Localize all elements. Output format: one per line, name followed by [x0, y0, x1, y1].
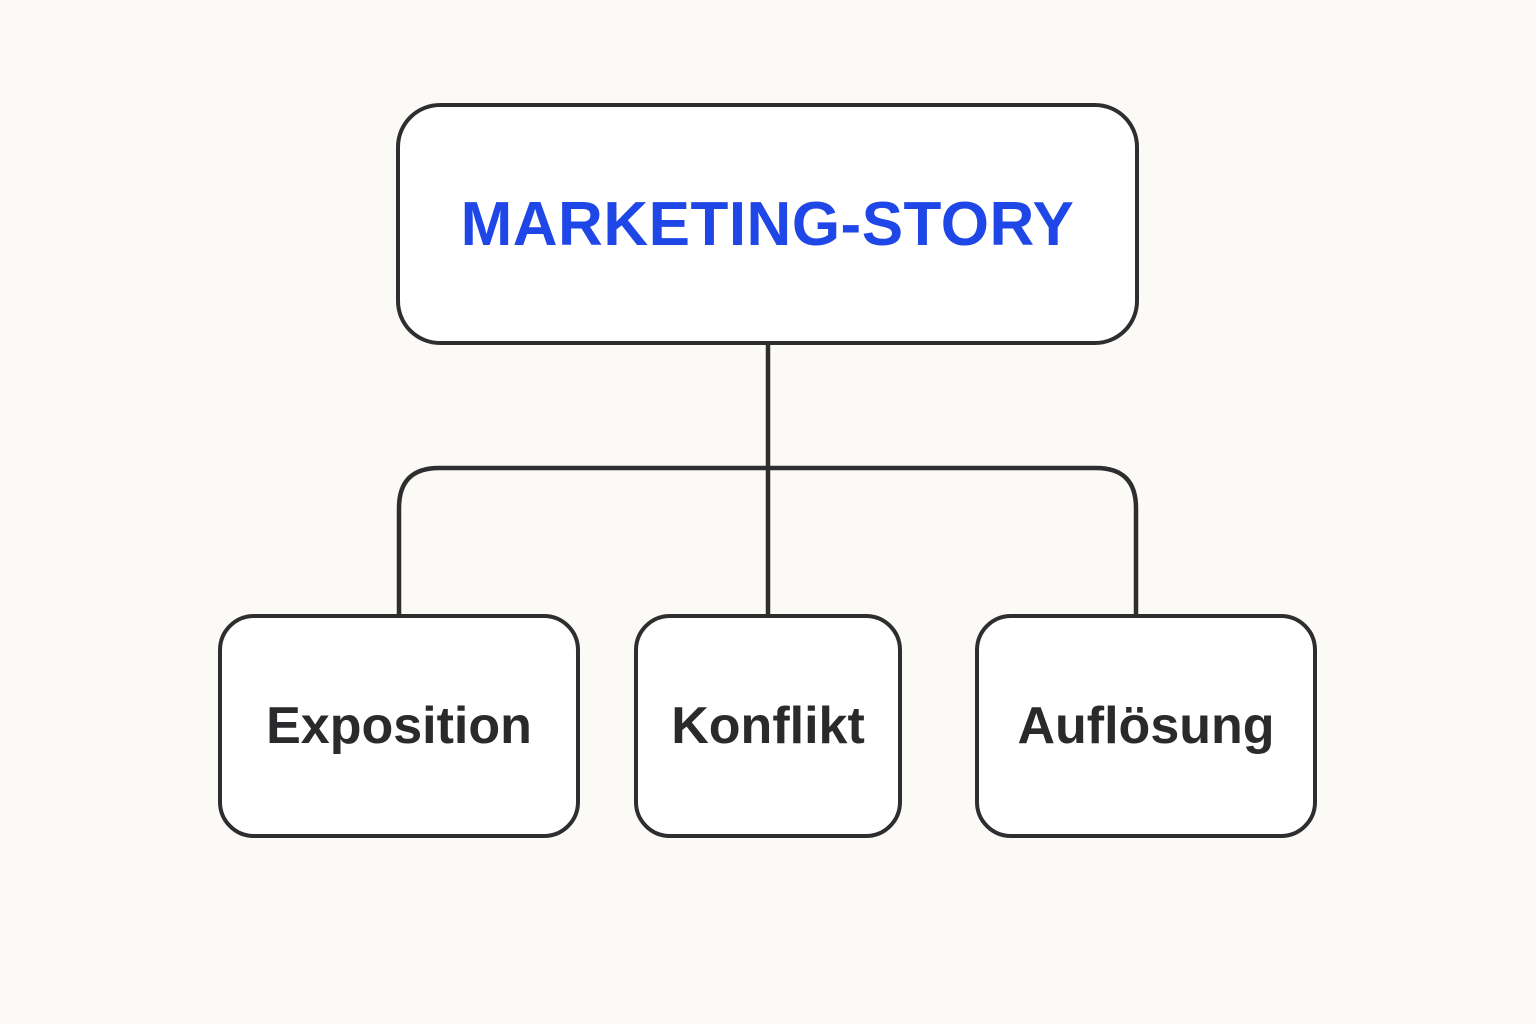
child-node-aufloesung: Auflösung	[975, 614, 1317, 838]
child-node-label: Exposition	[266, 697, 532, 755]
root-node-marketing-story: MARKETING-STORY	[396, 103, 1139, 345]
child-node-exposition: Exposition	[218, 614, 580, 838]
child-node-konflikt: Konflikt	[634, 614, 902, 838]
child-node-label: Konflikt	[671, 697, 865, 755]
child-node-label: Auflösung	[1017, 697, 1275, 755]
root-node-label: MARKETING-STORY	[460, 189, 1075, 259]
